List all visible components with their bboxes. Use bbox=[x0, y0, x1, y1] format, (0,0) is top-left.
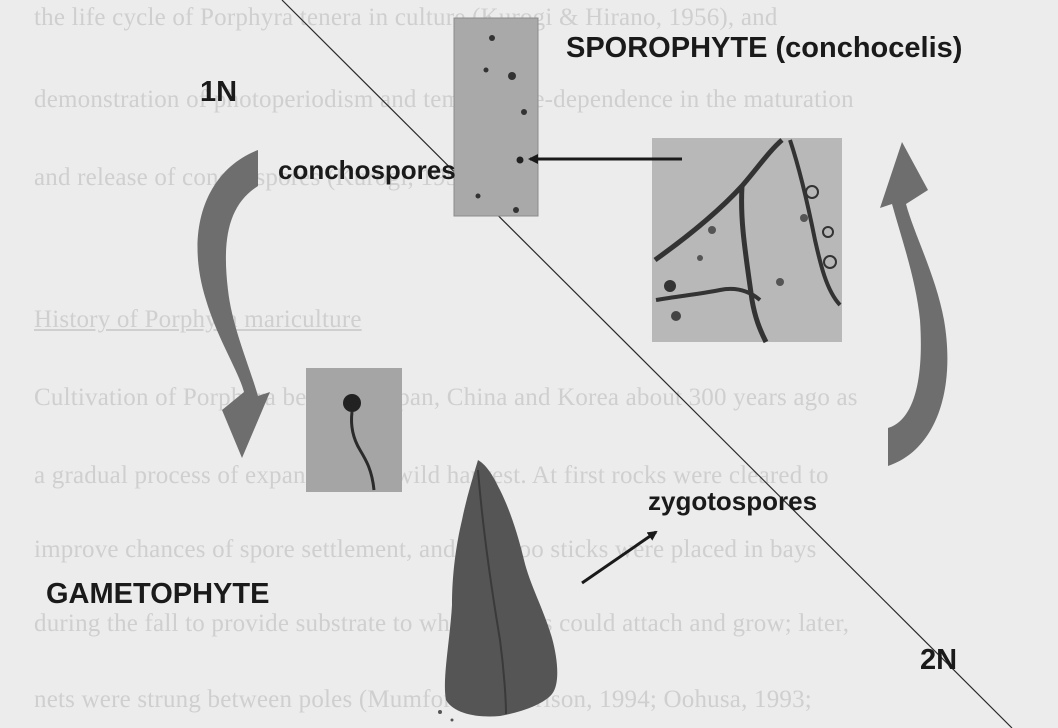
gametophyte-germling-photo bbox=[306, 368, 402, 492]
left-curved-arrow-icon bbox=[198, 150, 270, 458]
ploidy-1n-label: 1N bbox=[200, 76, 237, 109]
gametophyte-label: GAMETOPHYTE bbox=[46, 578, 269, 611]
right-curved-arrow-icon bbox=[880, 142, 947, 466]
zygotospores-label: zygotospores bbox=[648, 486, 817, 517]
sporophyte-micrograph-photo bbox=[652, 138, 842, 342]
ploidy-2n-label: 2N bbox=[920, 644, 957, 677]
ploidy-divider-line bbox=[282, 0, 1012, 728]
conchospores-label: conchospores bbox=[278, 155, 456, 186]
zygotospores-arrow bbox=[582, 532, 656, 583]
sporophyte-label: SPOROPHYTE (conchocelis) bbox=[566, 32, 962, 65]
porphyra-blade-photo bbox=[438, 460, 557, 722]
conchocelis-strip-photo bbox=[454, 18, 538, 216]
